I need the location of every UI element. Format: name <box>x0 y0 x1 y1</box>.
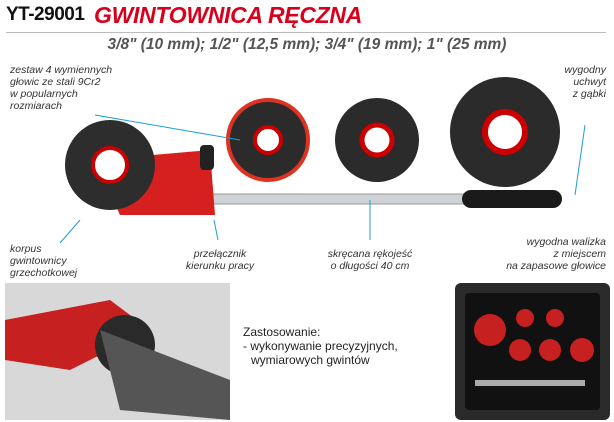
note-line: rozmiarach <box>10 100 62 112</box>
handle-bar <box>199 193 481 205</box>
note-line: z miejscem <box>553 248 606 260</box>
note-line: na zapasowe głowice <box>506 260 606 272</box>
sizes-subtitle: 3/8" (10 mm); 1/2" (12,5 mm); 3/4" (19 m… <box>107 36 507 53</box>
product-code: YT-29001 <box>6 4 85 25</box>
note-handle: skręcana rękojeść o długości 40 cm <box>310 248 430 272</box>
note-line: o długości 40 cm <box>330 260 410 272</box>
note-line: zestaw 4 wymiennych <box>10 64 113 76</box>
leader-lines <box>59 114 586 244</box>
direction-switch <box>200 145 214 170</box>
note-body: korpus gwintownicy grzechotkowej <box>10 243 77 279</box>
usage-line: - wykonywanie precyzyjnych, <box>243 339 398 353</box>
divider <box>6 32 606 33</box>
note-line: głowic ze stali 9Cr2 <box>10 76 101 88</box>
ratchet-hole <box>91 146 129 184</box>
note-line: uchwyt <box>573 76 606 88</box>
note-line: w popularnych <box>10 88 78 100</box>
note-line: kierunku pracy <box>185 260 255 272</box>
note-grip: wygodny uchwyt z gąbki <box>565 64 606 100</box>
note-line: wygodny <box>564 64 606 76</box>
note-line: z gąbki <box>572 88 606 100</box>
note-switch: przełącznik kierunku pracy <box>175 248 265 272</box>
note-line: skręcana rękojeść <box>327 248 413 260</box>
usage-line: wymiarowych gwintów <box>251 353 370 367</box>
note-heads: zestaw 4 wymiennych głowic ze stali 9Cr2… <box>10 64 112 112</box>
usage-section: Zastosowanie: - wykonywanie precyzyjnych… <box>243 325 398 367</box>
foam-grip <box>462 190 562 208</box>
product-title: GWINTOWNICA RĘCZNA <box>94 2 363 28</box>
note-line: przełącznik <box>193 248 247 260</box>
note-line: korpus <box>10 243 42 255</box>
note-line: grzechotkowej <box>10 267 78 279</box>
usage-heading: Zastosowanie: <box>243 325 321 339</box>
die-heads <box>226 77 560 187</box>
note-case: wygodna walizka z miejscem na zapasowe g… <box>506 236 606 272</box>
note-line: wygodna walizka <box>526 236 606 248</box>
note-line: gwintownicy <box>10 255 67 267</box>
